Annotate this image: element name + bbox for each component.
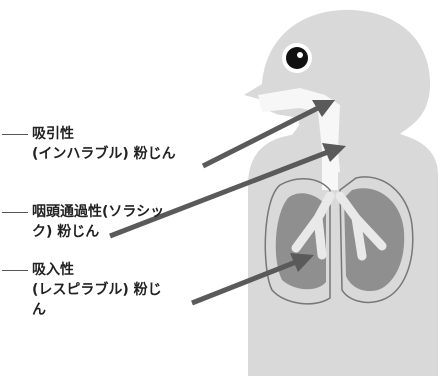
right-lung (335, 176, 414, 304)
thoracic-dust-label: 咽頭通過性(ソラシッ ク) 粉じん (32, 202, 164, 242)
label-leader-line (2, 270, 28, 271)
eye-icon (282, 43, 312, 73)
label-leader-line (2, 134, 28, 135)
arrow-inhalable (201, 100, 335, 169)
arrow-respirable (191, 253, 314, 306)
inhalable-dust-label: 吸引性 (インハラブル) 粉じん (32, 124, 176, 164)
label-leader-line (2, 212, 28, 213)
label-line: (レスピラブル) 粉じ (32, 282, 162, 298)
label-line: 咽頭通過性(ソラシッ (32, 204, 165, 220)
label-line: ク) 粉じん (32, 224, 100, 240)
label-line: (インハラブル) 粉じん (32, 146, 176, 162)
arrow-thoracic (109, 143, 346, 239)
respirable-dust-label: 吸入性 (レスピラブル) 粉じ ん (32, 260, 162, 320)
label-line: ん (32, 302, 46, 318)
label-line: 吸入性 (32, 262, 74, 278)
label-line: 吸引性 (32, 126, 74, 142)
